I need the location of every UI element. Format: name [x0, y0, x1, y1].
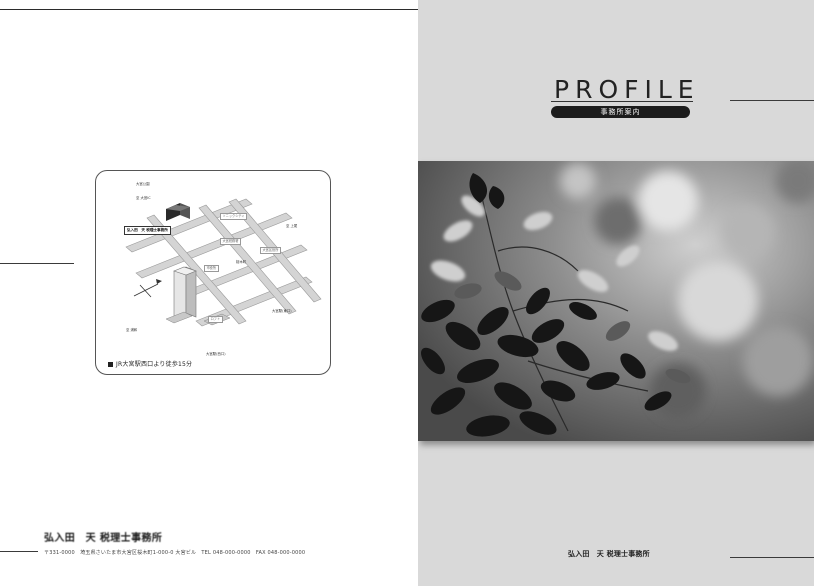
map-tag-1: ソニックシティ	[220, 213, 248, 220]
map-label-park: 大宮公園	[136, 182, 150, 186]
office-building-icon	[166, 203, 190, 221]
map-tag-5: ロフト	[208, 316, 223, 323]
profile-title: PROFILE	[554, 75, 700, 104]
street-6	[198, 204, 297, 315]
map-tag-3: 市役所	[204, 265, 219, 272]
right-footer-office-name: 弘入田 天 税理士事務所	[568, 550, 650, 558]
access-map: 弘入田 天 税理士事務所 大宮公園 至 大宮IC 至 上尾 至 浦和 大宮駅(東…	[95, 170, 331, 375]
left-margin	[11, 9, 12, 586]
light-leaves	[430, 195, 678, 351]
tower-building	[173, 266, 197, 318]
map-caption: JR大宮駅西口より徒歩15分	[108, 359, 192, 368]
crop-mark-right-bottom	[730, 557, 814, 558]
map-label-sakuragicho: 桜木町	[236, 260, 247, 264]
map-label-west-exit: 大宮駅(西口)	[206, 352, 226, 356]
map-office-label: 弘入田 天 税理士事務所	[124, 226, 171, 235]
profile-underline	[551, 101, 693, 102]
top-rule	[0, 9, 418, 10]
north-arrow-icon	[156, 279, 162, 284]
rail-cross	[139, 284, 152, 298]
right-page: PROFILE 事務所案内	[418, 0, 814, 586]
dark-leaves	[421, 173, 672, 437]
footer-office-name: 弘入田 天 税理士事務所	[44, 533, 163, 544]
map-label-to-ageo: 至 上尾	[286, 224, 298, 228]
map-caption-text: JR大宮駅西口より徒歩15分	[116, 361, 193, 368]
map-label-to-ic: 至 大宮IC	[136, 196, 151, 200]
map-tag-2: 大宮税務署	[220, 238, 241, 245]
street-5	[146, 214, 247, 325]
footer-address: 〒331-0000 埼玉県さいたま市大宮区桜木町1-000-0 大宮ビル TEL…	[44, 550, 306, 556]
crop-mark-right-top	[730, 100, 814, 101]
crop-mark-left-middle	[0, 263, 74, 264]
profile-subtitle-pill: 事務所案内	[551, 106, 690, 118]
street-4	[195, 276, 313, 327]
bullet-square-icon	[108, 361, 113, 367]
crop-mark-left-bottom	[0, 551, 38, 552]
mid-leaves	[454, 271, 691, 384]
map-drawing	[125, 198, 322, 327]
rail-line	[133, 283, 159, 297]
map-label-east-exit: 大宮駅(東口)	[272, 309, 292, 313]
map-label-to-urawa: 至 浦和	[126, 328, 138, 332]
left-footer: 弘入田 天 税理士事務所 〒331-0000 埼玉県さいたま市大宮区桜木町1-0…	[44, 529, 414, 556]
leaves-photo	[418, 161, 814, 441]
block-2	[165, 311, 193, 324]
leaves-photo-drawing	[418, 161, 814, 441]
left-page: 弘入田 天 税理士事務所 大宮公園 至 大宮IC 至 上尾 至 浦和 大宮駅(東…	[0, 9, 418, 586]
map-tag-4: 大宮区役所	[260, 247, 281, 254]
